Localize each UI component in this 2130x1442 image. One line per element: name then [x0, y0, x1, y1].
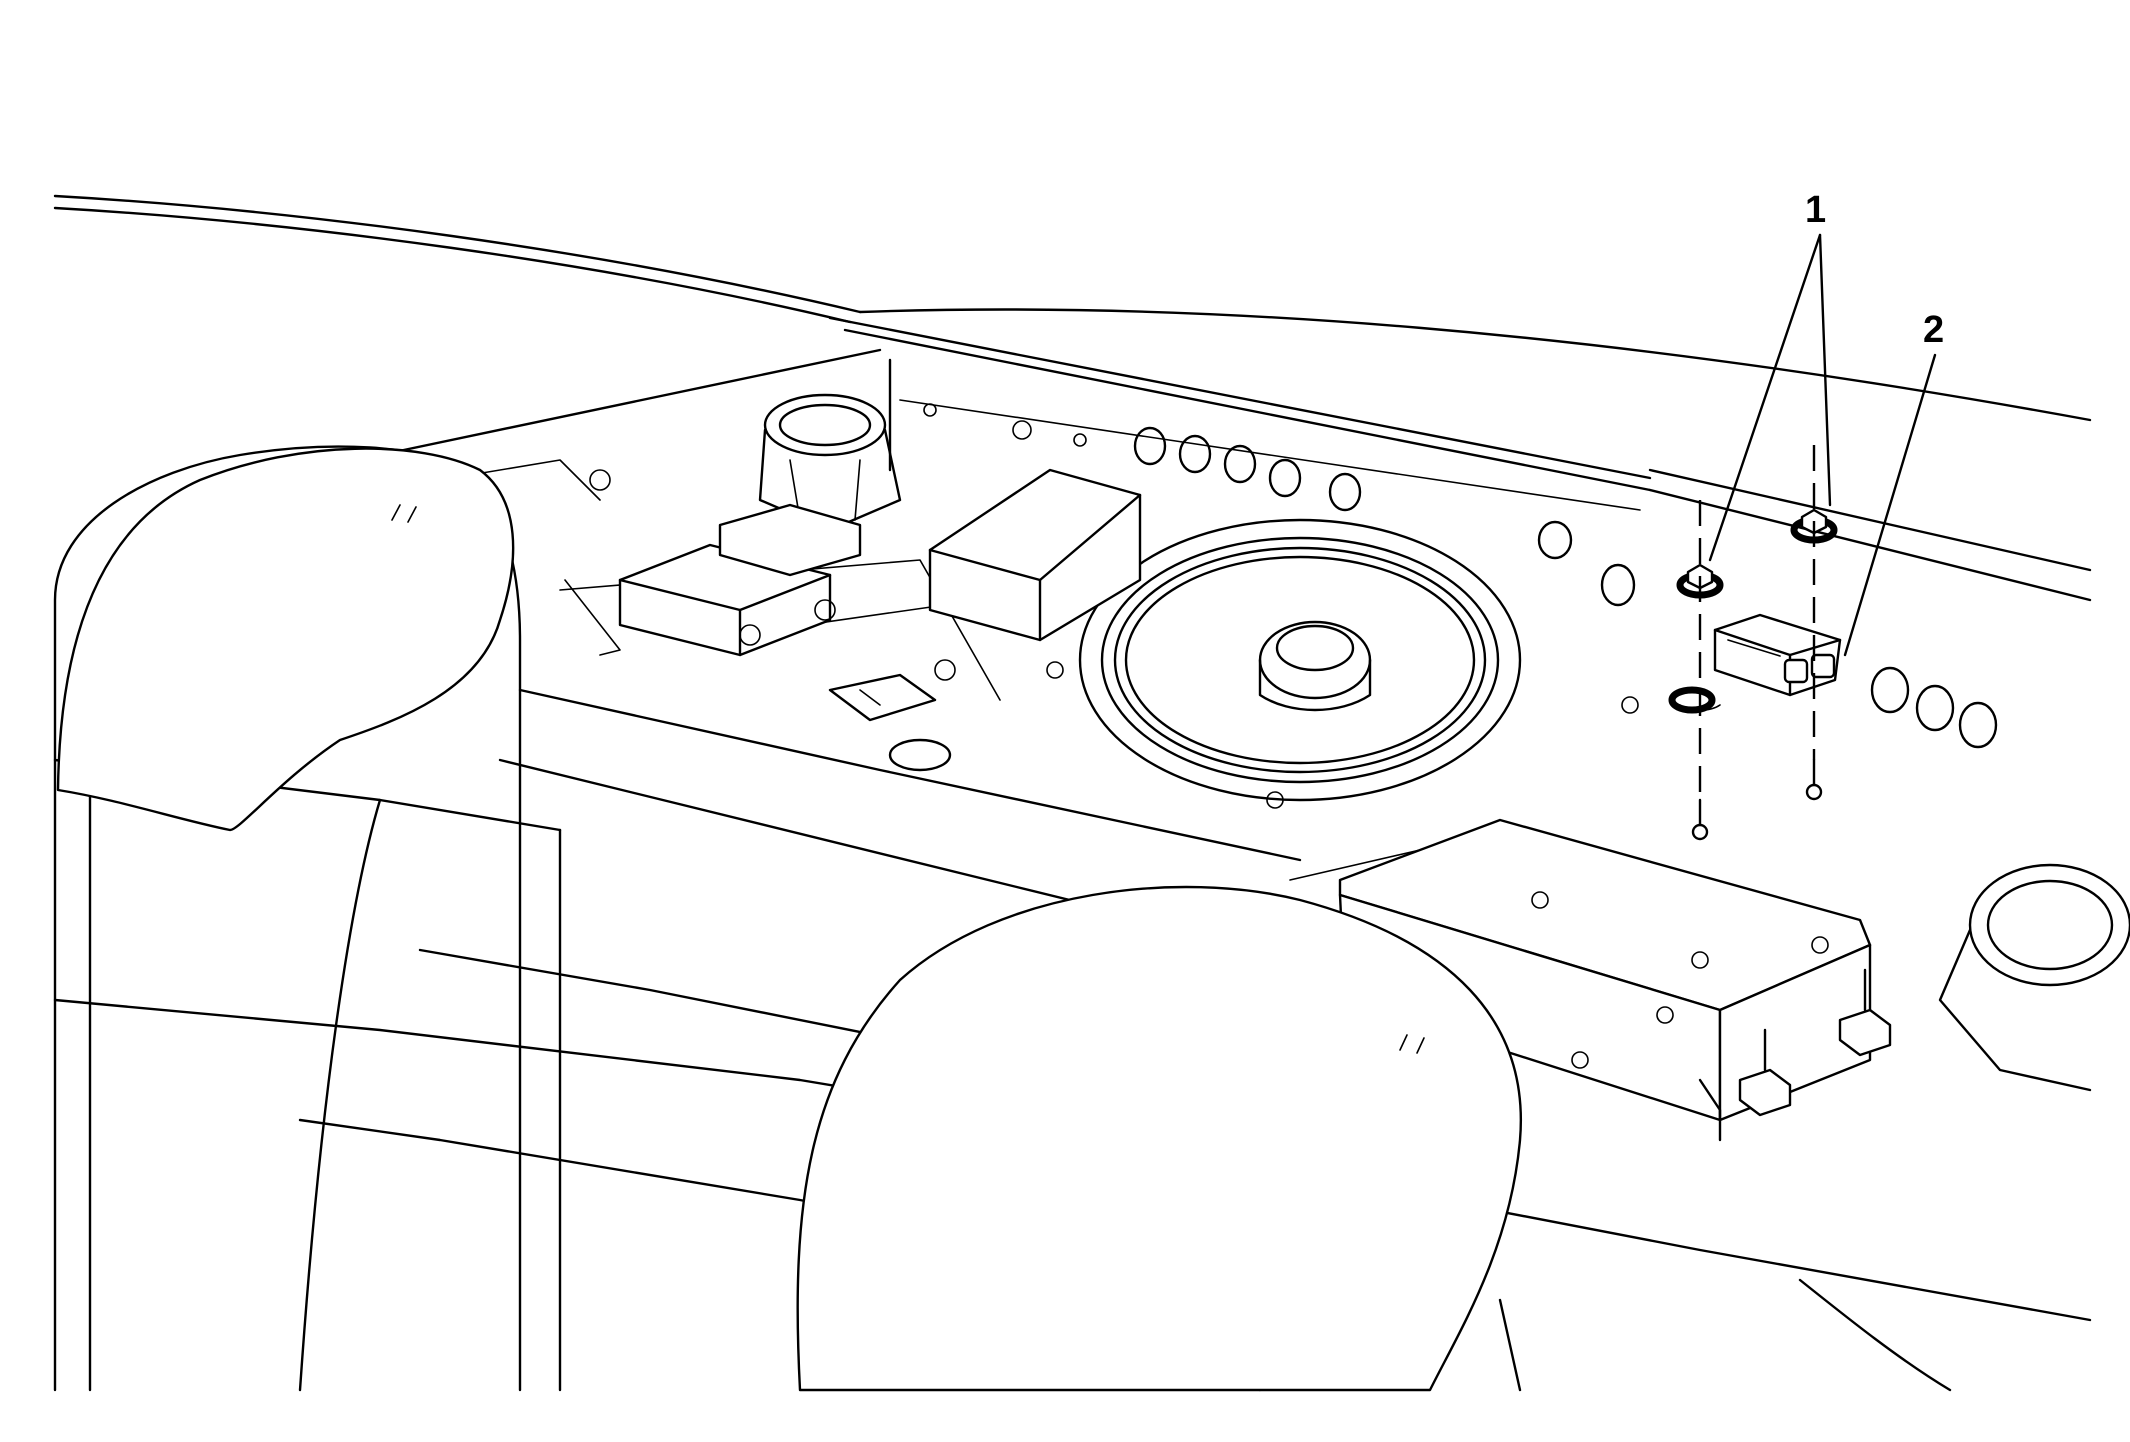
callout-leaders: [1708, 233, 1937, 657]
access-plate: [828, 659, 956, 772]
amplifier-mount-nuts: [1738, 968, 1892, 1117]
speaker-large: [1046, 518, 1639, 809]
callout-label-2: 2: [1923, 309, 1944, 351]
panel-openings: [923, 403, 1998, 749]
module-boxes-left: [564, 468, 1142, 657]
alignment-lines: [1691, 445, 1823, 841]
control-module: [1713, 613, 1842, 697]
callout-label-1: 1: [1805, 189, 1826, 231]
speaker-right: [1938, 863, 2130, 1092]
rear-shelf-panel: [378, 348, 2092, 1002]
headrests: [56, 447, 1523, 1392]
rear-window-outline: [53, 194, 2092, 492]
